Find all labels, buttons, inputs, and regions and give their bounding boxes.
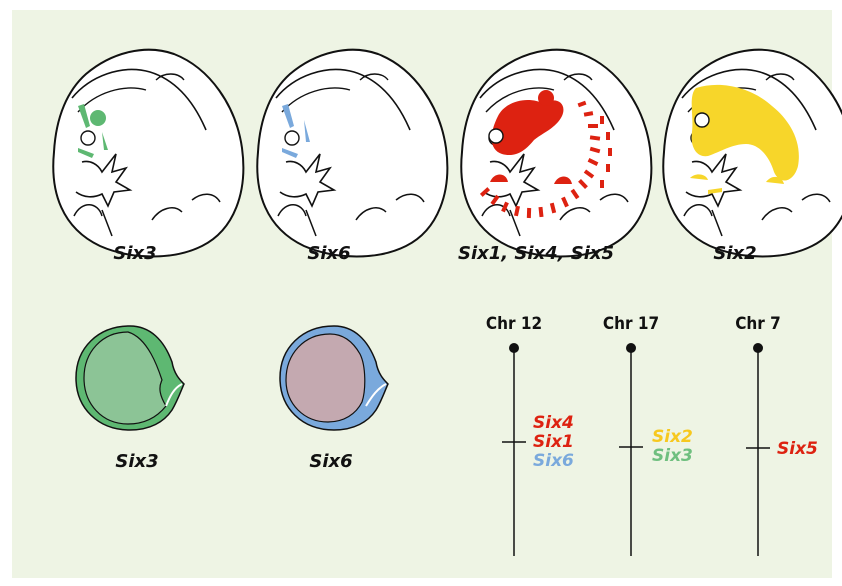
eye-six6-diagram: [280, 326, 388, 430]
gene-label-six1: Six1: [533, 433, 574, 451]
embryo-six1-six4-six5-diagram: [461, 50, 651, 257]
eye-label-six6: Six6: [296, 451, 366, 472]
chromosome-17-line: [619, 343, 643, 556]
chromosome-label-17: Chr 17: [591, 314, 671, 334]
gene-label-six6-chr: Six6: [533, 452, 574, 470]
embryo-six2-diagram: [663, 50, 842, 257]
embryo-label-six3: Six3: [100, 243, 170, 264]
eye-label-six3: Six3: [102, 451, 172, 472]
embryo-six6-diagram: [257, 50, 447, 257]
eye-six3-diagram: [76, 326, 184, 430]
embryo-six3-diagram: [53, 50, 243, 257]
gene-label-six5: Six5: [777, 440, 818, 458]
gene-label-six3-chr: Six3: [652, 447, 693, 465]
chromosome-12-line: [502, 343, 526, 556]
gene-label-six2: Six2: [652, 428, 693, 446]
embryo-label-six2: Six2: [700, 243, 770, 264]
chromosome-label-12: Chr 12: [474, 314, 554, 334]
embryo-label-six1-six4-six5: Six1, Six4, Six5: [446, 243, 626, 264]
embryo-label-six6: Six6: [294, 243, 364, 264]
chromosome-7-line: [746, 343, 770, 556]
chromosome-label-7: Chr 7: [728, 314, 788, 334]
gene-label-six4: Six4: [533, 414, 574, 432]
